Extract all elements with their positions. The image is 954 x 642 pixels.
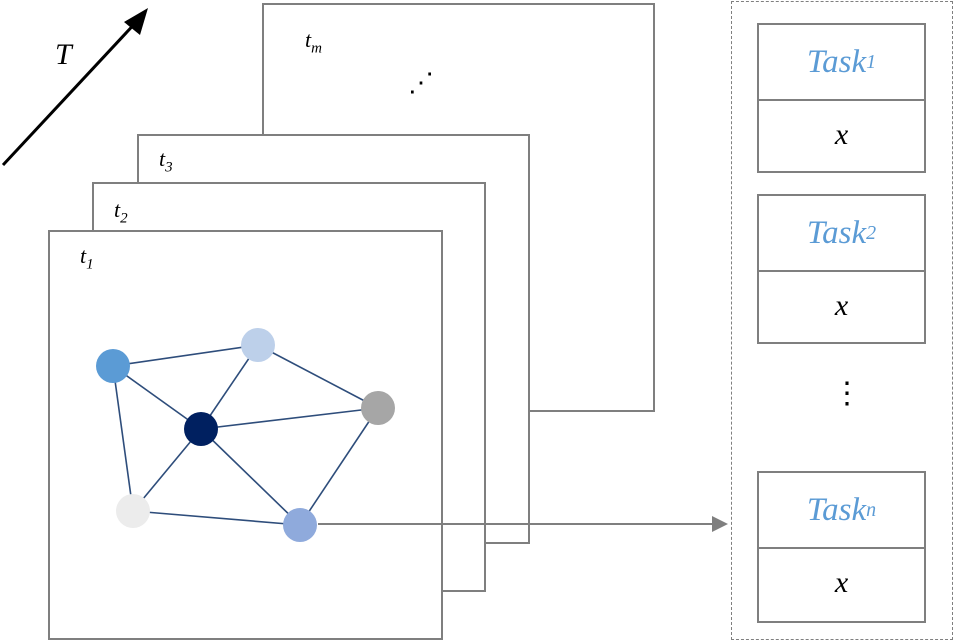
frame-tm-label: tm (305, 27, 322, 57)
task-ellipsis: ⋮ (832, 377, 862, 410)
graph-edge-n3-n5 (132, 428, 202, 512)
graph-node-n6 (283, 508, 317, 542)
time-axis-arrowhead (124, 8, 148, 35)
graph-node-n4 (361, 391, 395, 425)
graph-edge-n5-n6 (132, 510, 301, 526)
graph-edge-n1-n3 (112, 365, 202, 430)
task-1-value: x (834, 118, 849, 151)
frame-ellipsis: ⋰ (408, 68, 434, 97)
task-2-value: x (834, 289, 849, 322)
graph-edge-n3-n6 (200, 428, 301, 526)
graph-edge-n1-n5 (112, 365, 134, 512)
graph-node-n1 (96, 349, 130, 383)
connector-arrowhead (712, 516, 728, 532)
graph-edge-n2-n4 (257, 344, 379, 409)
graph-node-n3 (184, 412, 218, 446)
frame-t2-label: t2 (114, 197, 128, 227)
graph-node-n5 (116, 494, 150, 528)
graph-edge-n4-n6 (299, 407, 379, 526)
graph-edge-n3-n4 (200, 407, 379, 430)
time-axis-arrow (1, 16, 142, 167)
graph-edge-n1-n2 (112, 344, 259, 367)
frame-t1 (48, 230, 443, 640)
graph-node-n2 (241, 328, 275, 362)
frame-t3-label: t3 (159, 146, 173, 176)
time-axis-label: T (55, 38, 72, 71)
frame-t1-label: t1 (80, 243, 94, 273)
task-panel (731, 1, 953, 640)
task-n-value: x (834, 566, 849, 599)
